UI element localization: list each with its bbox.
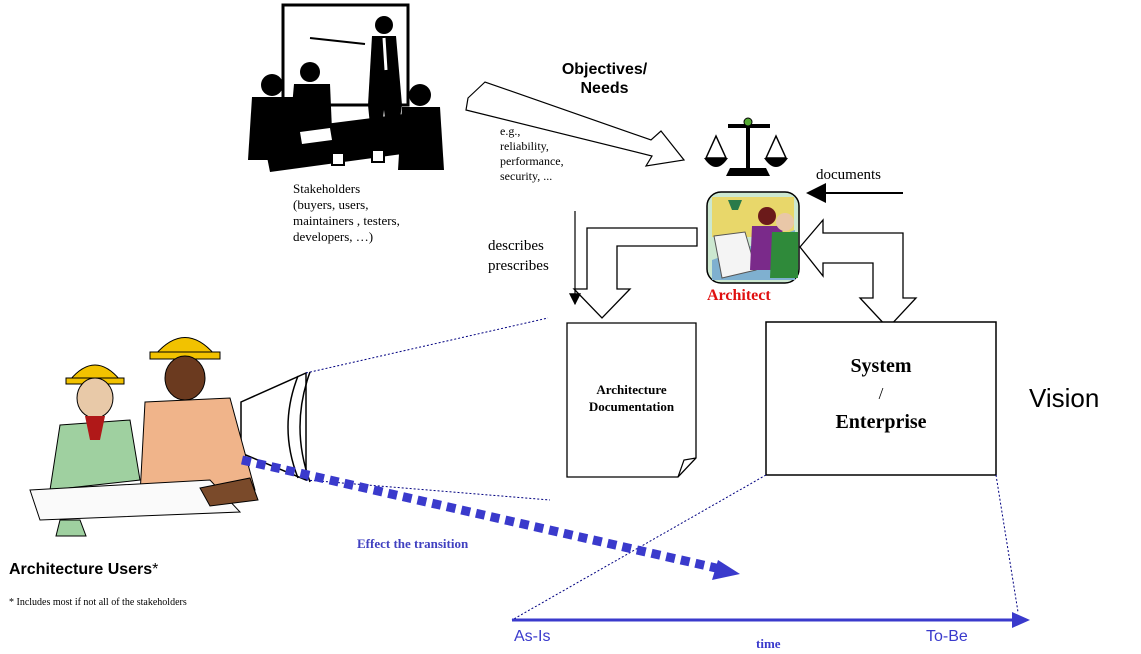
objectives-needs-label: Objectives/ Needs <box>561 61 648 97</box>
telescope-icon <box>240 371 311 483</box>
vision-label: Vision <box>1029 383 1100 413</box>
system-box <box>765 321 997 476</box>
effect-transition-label: Effect the transition <box>357 536 469 551</box>
objectives-arrow <box>465 81 686 167</box>
architecture-doc-page <box>566 322 697 478</box>
time-label: time <box>756 636 781 651</box>
architect-image <box>706 191 800 284</box>
architecture-documentation-label: Architecture Documentation <box>588 382 675 414</box>
describes-label: describes <box>488 238 544 254</box>
architecture-users-title: Architecture Users* <box>9 561 159 578</box>
architect-to-doc-arrow <box>572 227 698 319</box>
stakeholders-meeting-image <box>248 3 444 172</box>
examples-list: e.g., reliability, performance, security… <box>500 124 564 183</box>
stakeholders-label: Stakeholders (buyers, users, maintainers… <box>293 181 400 244</box>
prescribes-label: prescribes <box>488 258 549 274</box>
architect-system-arrow <box>799 218 918 329</box>
describes-prescribes-label: describes prescribes <box>488 236 549 276</box>
architecture-users-image <box>29 337 259 537</box>
effect-transition-arrow <box>241 455 726 575</box>
documents-label: documents <box>816 167 881 183</box>
as-is-label: As-Is <box>514 628 551 645</box>
stakeholders-footnote: * Includes most if not all of the stakeh… <box>9 597 187 608</box>
scales-icon <box>704 117 788 176</box>
system-enterprise-label: System / Enterprise <box>835 355 927 433</box>
to-be-label: To-Be <box>926 628 968 645</box>
architect-label: Architect <box>707 287 771 304</box>
